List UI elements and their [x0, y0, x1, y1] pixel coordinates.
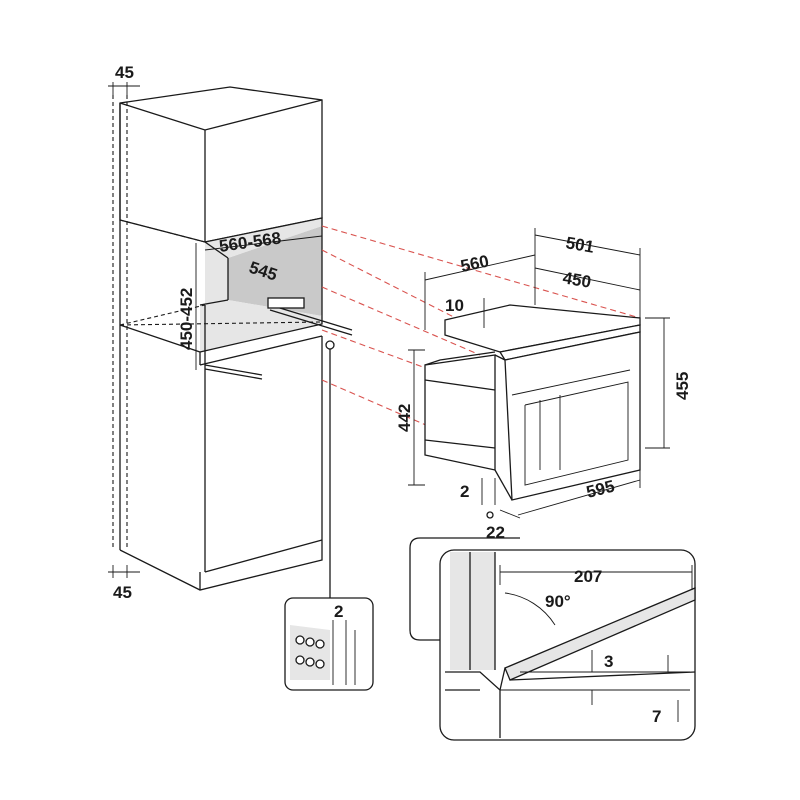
coffee-machine	[408, 228, 670, 519]
dim-body-height: 442	[395, 404, 414, 432]
cabinet	[108, 82, 353, 600]
detail-door	[409, 537, 696, 741]
dim-top-gap: 10	[445, 296, 464, 315]
dim-bottom-gap: 2	[460, 482, 469, 501]
dim-door-length: 207	[574, 567, 602, 586]
dim-door-gap-bottom: 7	[652, 707, 661, 726]
dim-panel-top: 45	[115, 63, 134, 82]
detail-rail	[284, 597, 374, 691]
dim-panel-bottom: 45	[113, 583, 132, 602]
dim-niche-height: 450-452	[177, 288, 196, 350]
dim-appliance-inner-depth: 450	[561, 268, 592, 292]
dim-front-height: 455	[673, 372, 692, 400]
dim-door-angle: 90°	[545, 592, 571, 611]
dim-detail-gap: 2	[334, 602, 343, 621]
dim-appliance-depth: 560	[459, 251, 491, 275]
dim-front-offset: 22	[486, 523, 505, 542]
dim-appliance-width-top: 501	[564, 233, 595, 257]
dim-door-gap-top: 3	[604, 652, 613, 671]
